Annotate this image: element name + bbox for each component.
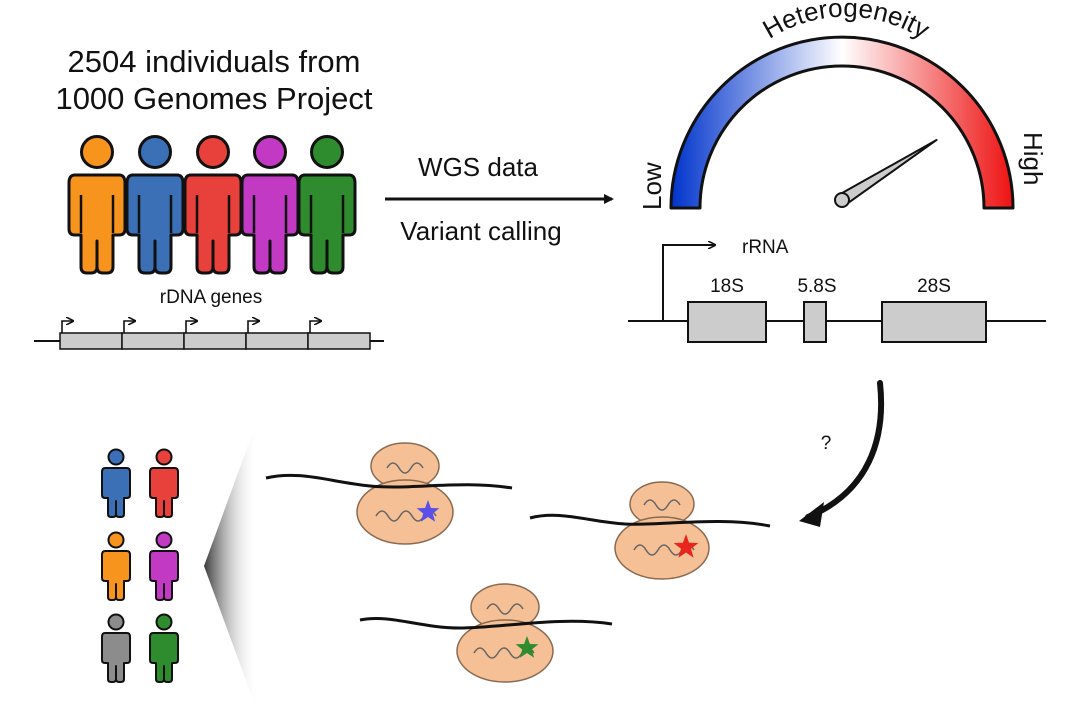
mrna-strand — [529, 513, 771, 528]
segment-5-8s-label: 5.8S — [797, 276, 836, 297]
curved-arrow — [805, 380, 885, 520]
ribosome — [265, 442, 513, 545]
person-icon — [101, 613, 131, 683]
gauge-high-label: High — [1018, 132, 1048, 185]
gauge-arc — [669, 35, 1015, 210]
title-line-1: 2504 individuals from — [68, 44, 361, 79]
ribosome-large-subunit — [356, 479, 454, 545]
person-icon — [149, 448, 179, 518]
tss-arrow-icon — [61, 321, 73, 333]
variant-star-icon — [673, 534, 699, 558]
rrna-squiggle — [643, 499, 681, 511]
ribosome — [359, 583, 613, 683]
person-icon — [101, 531, 131, 601]
rrna-squiggle — [386, 462, 424, 474]
segment-18s — [687, 301, 767, 343]
rrna-gene: rRNA 18S 5.8S 28S — [628, 237, 1046, 343]
rrna-squiggle — [486, 603, 524, 615]
variant-star-icon — [416, 500, 440, 522]
rrna-label: rRNA — [742, 237, 789, 258]
person-icon — [67, 135, 127, 275]
person-icon — [149, 531, 179, 601]
variant-calling-label: Variant calling — [400, 216, 561, 246]
gauge-pivot — [834, 192, 850, 208]
zoom-wedge — [204, 418, 258, 713]
rdna-unit — [59, 332, 123, 350]
question-mark: ? — [821, 433, 832, 454]
person-icon — [125, 135, 185, 275]
person-icon — [101, 448, 131, 518]
curved-arrow-head-icon — [799, 502, 824, 527]
heterogeneity-gauge: Heterogeneity Low High — [637, 0, 1048, 210]
tss-arrow-icon — [309, 321, 321, 333]
rdna-unit — [183, 332, 247, 350]
person-icon — [297, 135, 357, 275]
title-line-2: 1000 Genomes Project — [55, 81, 372, 116]
people-row — [67, 135, 357, 275]
segment-28s — [881, 301, 987, 343]
rdna-unit — [245, 332, 309, 350]
tss-arrow-icon — [247, 321, 259, 333]
small-people-grid — [101, 448, 179, 683]
gauge-low-label: Low — [637, 162, 667, 210]
rdna-array — [34, 321, 384, 350]
mrna-strand — [265, 473, 513, 490]
tss-arrow-icon — [123, 321, 135, 333]
rdna-unit — [307, 332, 371, 350]
variant-star-icon — [515, 636, 539, 658]
mrna-strand — [359, 617, 613, 630]
segment-5-8s — [803, 301, 827, 343]
segment-28s-label: 28S — [917, 276, 951, 297]
person-icon — [149, 613, 179, 683]
wgs-data-label: WGS data — [418, 152, 538, 182]
rdna-unit — [121, 332, 185, 350]
tss-arrow-icon — [185, 321, 197, 333]
ribosome-large-subunit — [614, 516, 710, 580]
person-icon — [240, 135, 300, 275]
tss-arrow-icon — [662, 245, 715, 320]
rdna-genes-label: rDNA genes — [160, 287, 262, 308]
segment-18s-label: 18S — [710, 276, 744, 297]
gauge-needle — [837, 138, 938, 207]
ribosome — [529, 481, 771, 580]
person-icon — [183, 135, 243, 275]
ribosome-large-subunit — [456, 619, 554, 683]
